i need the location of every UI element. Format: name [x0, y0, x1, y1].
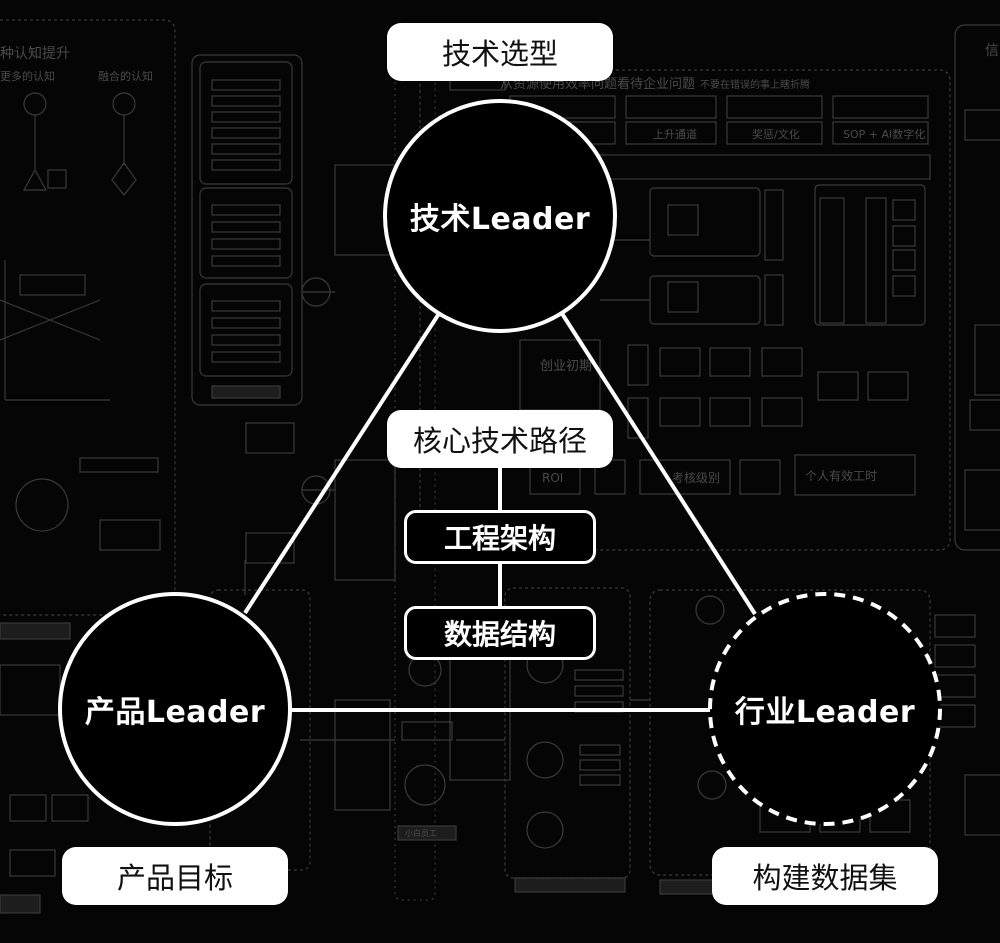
core-path-title: 核心技术路径	[387, 410, 613, 468]
bg-personal: 个人有效工时	[805, 468, 877, 483]
bg-heading-note: 不要在错误的事上瞎折腾	[700, 78, 810, 91]
edge-tech-product	[243, 310, 442, 615]
core-step-engineering: 工程架构	[404, 510, 596, 564]
node-label-product: 产品Leader	[84, 695, 266, 730]
bg-left-title: 种认知提升	[0, 45, 70, 62]
tag-tech-selection: 技术选型	[387, 23, 613, 81]
tag-product-goal: 产品目标	[62, 847, 288, 905]
node-circle-tech	[383, 99, 617, 333]
bg-startup: 创业初期	[540, 359, 592, 374]
core-step-data-structure: 数据结构	[404, 606, 596, 660]
bg-kpi: 考核级别	[672, 471, 720, 485]
bg-roi: ROI	[542, 471, 563, 485]
node-circle-industry	[708, 592, 942, 826]
node-label-tech: 技术Leader	[409, 202, 591, 237]
bg-cell-1: 上升通道	[653, 127, 697, 141]
bg-cell-2: 奖惩/文化	[752, 127, 800, 141]
bg-bottom-chip: 小白员工	[405, 828, 437, 838]
node-label-industry: 行业Leader	[734, 695, 916, 730]
bg-right-title: 信	[985, 43, 999, 59]
bg-left-sub1: 更多的认知	[0, 69, 55, 83]
bg-cell-3: SOP + AI数字化	[843, 127, 925, 141]
edge-tech-industry	[559, 310, 757, 616]
bg-left-sub2: 融合的认知	[98, 69, 153, 83]
tag-build-dataset: 构建数据集	[712, 847, 938, 905]
node-circle-product	[58, 592, 292, 826]
